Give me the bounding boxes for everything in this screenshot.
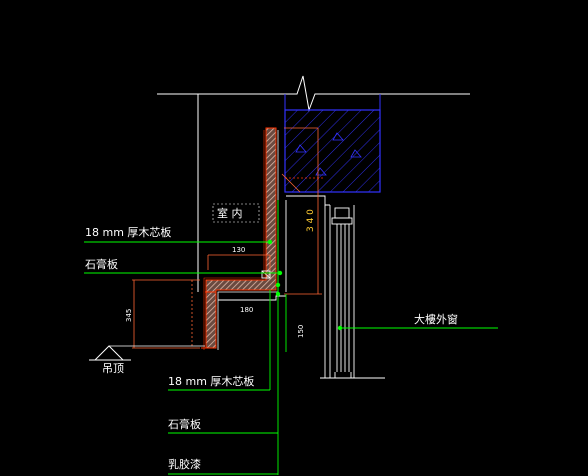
dimension-345: 345 (125, 309, 133, 322)
label-18mm-board-bottom: 18 mm 厚木芯板 (168, 374, 254, 388)
dimension-130: 130 (232, 246, 245, 254)
label-latex-paint: 乳胶漆 (168, 457, 201, 471)
label-18mm-board-top: 18 mm 厚木芯板 (85, 225, 171, 239)
label-window: 大樓外窗 (414, 312, 458, 326)
ceiling-line (157, 75, 470, 112)
curtain-pocket (218, 195, 330, 301)
label-gypsum-bottom: 石膏板 (168, 417, 201, 431)
dimension-340: 3 4 0 (306, 209, 316, 232)
leader-dots (267, 239, 343, 331)
ceiling-board-profile (201, 127, 279, 350)
label-gypsum-top: 石膏板 (85, 257, 118, 271)
dimension-lines (132, 127, 322, 349)
concrete-beam (284, 94, 381, 193)
ceiling-symbol (89, 345, 205, 361)
dimension-180: 180 (240, 306, 253, 314)
dimension-150: 150 (297, 325, 305, 338)
label-suspended-ceiling: 吊顶 (102, 362, 124, 375)
leader-lines (84, 200, 498, 475)
window-frame (320, 205, 385, 379)
label-room: 室 内 (217, 206, 243, 220)
